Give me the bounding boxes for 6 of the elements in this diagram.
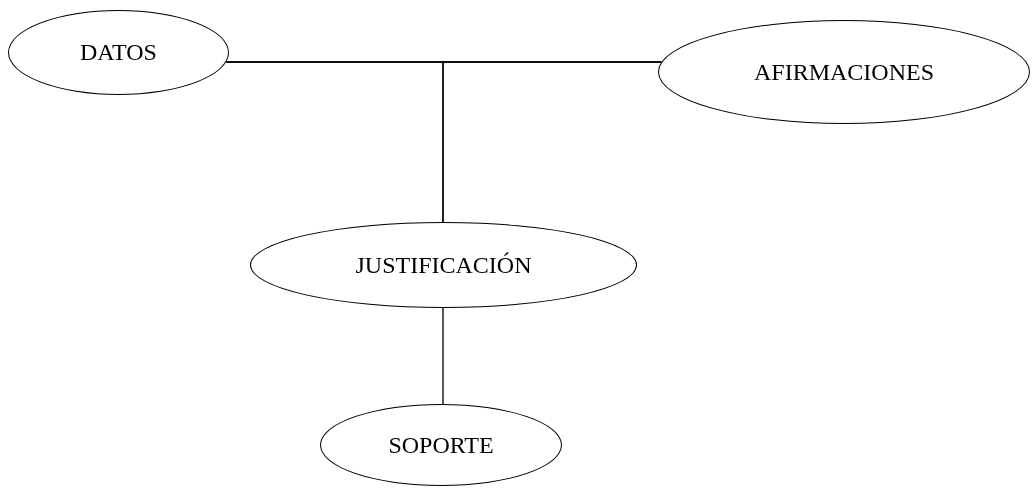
connector-line	[442, 307, 444, 405]
node-label: AFIRMACIONES	[754, 58, 934, 86]
node-label: JUSTIFICACIÓN	[355, 251, 532, 279]
connector-line	[442, 61, 663, 223]
node-label: DATOS	[80, 39, 157, 66]
node-label: SOPORTE	[388, 431, 494, 459]
